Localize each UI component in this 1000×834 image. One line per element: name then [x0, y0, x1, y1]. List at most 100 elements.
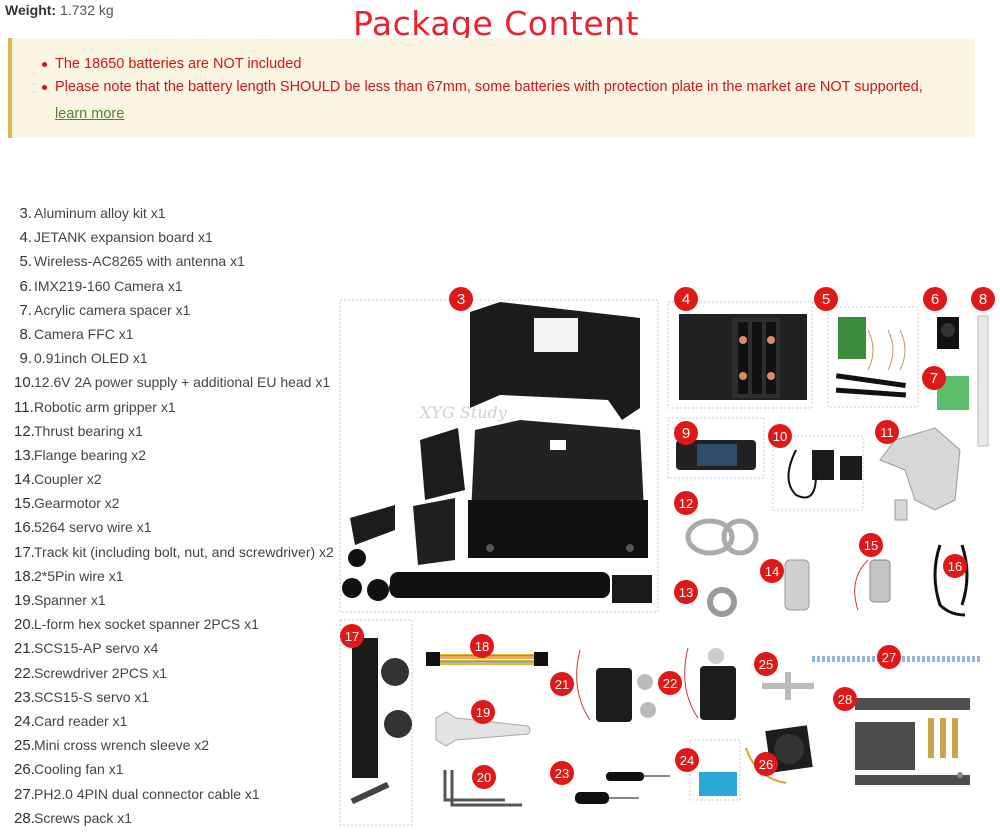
cooling-fan-image	[745, 725, 813, 784]
watermark: XYG Study	[418, 403, 508, 422]
track-kit-image	[350, 638, 412, 805]
package-list-item: 16.5264 servo wire x1	[14, 519, 334, 543]
package-list-item: 19.Spanner x1	[14, 592, 334, 616]
item-text: Flange bearing x2	[34, 446, 147, 463]
tag-label: 6	[931, 291, 939, 308]
item-text: PH2.0 4PIN dual connector cable x1	[34, 785, 260, 802]
servo-ap-image	[576, 649, 656, 722]
tag-24: 24	[675, 748, 699, 772]
tag-7: 7	[922, 366, 946, 390]
tag-label: 5	[822, 291, 830, 308]
aluminum-kit-image	[342, 302, 652, 603]
package-list-item: 20.L-form hex socket spanner 2PCS x1	[14, 616, 334, 640]
tag-25: 25	[754, 652, 778, 676]
item-text: 2*5Pin wire x1	[34, 567, 124, 584]
tag-label: 17	[345, 629, 359, 644]
cross-wrench-image	[762, 672, 814, 700]
tag-label: 4	[682, 291, 690, 308]
package-list-item: 8.Camera FFC x1	[14, 326, 334, 350]
item-number: 6.	[19, 277, 32, 295]
package-list-item: 28.Screws pack x1	[14, 810, 334, 834]
package-list-item: 6.IMX219-160 Camera x1	[14, 278, 334, 302]
learn-more-link[interactable]: learn more	[55, 106, 125, 122]
spanner-image	[435, 711, 531, 747]
tag-13: 13	[674, 580, 698, 604]
weight-value: 1.732 kg	[59, 2, 114, 18]
panel-power-supply	[772, 435, 864, 511]
tag-17: 17	[340, 624, 364, 648]
tag-22: 22	[658, 671, 682, 695]
tag-20: 20	[472, 765, 496, 789]
tag-3: 3	[449, 287, 473, 311]
package-list-item: 11.Robotic arm gripper x1	[14, 399, 334, 423]
item-text: Aluminum alloy kit x1	[34, 205, 166, 221]
package-list-item: 9.0.91inch OLED x1	[14, 350, 334, 374]
item-text: Cooling fan x1	[34, 761, 124, 778]
tag-label: 11	[880, 425, 894, 440]
item-text: Screws pack x1	[34, 809, 133, 826]
item-number: 12.	[14, 422, 35, 440]
item-text: SCS15-S servo x1	[34, 688, 150, 705]
item-text: 5264 servo wire x1	[34, 519, 152, 536]
servo-s-image	[684, 647, 736, 720]
item-text: Robotic arm gripper x1	[34, 398, 176, 415]
tag-label: 14	[765, 564, 779, 579]
item-number: 25.	[14, 737, 35, 755]
package-list-item: 22.Screwdriver 2PCS x1	[14, 665, 334, 689]
notice-item: The 18650 batteries are NOT included	[42, 53, 923, 76]
tag-28: 28	[833, 687, 857, 711]
camera-lens	[941, 323, 955, 337]
item-number: 8.	[19, 325, 32, 343]
gripper-image	[879, 427, 961, 521]
tag-label: 12	[679, 496, 693, 511]
package-list-item: 5.Wireless-AC8265 with antenna x1	[14, 253, 334, 277]
tag-9: 9	[674, 421, 698, 445]
servo-wire-image	[933, 544, 969, 617]
tag-21: 21	[550, 672, 574, 696]
tag-6: 6	[923, 287, 947, 311]
item-number: 14.	[14, 471, 35, 489]
panel-expansion-board	[667, 301, 813, 409]
item-text: Gearmotor x2	[34, 495, 120, 512]
tag-18: 18	[470, 634, 494, 658]
package-list-item: 26.Cooling fan x1	[14, 761, 334, 785]
panel-oled	[667, 417, 765, 479]
tag-label: 21	[555, 677, 569, 692]
notice-box: The 18650 batteries are NOT included Ple…	[8, 38, 975, 138]
item-number: 15.	[14, 495, 35, 513]
tag-27: 27	[877, 645, 901, 669]
package-list-item: 17.Track kit (including bolt, nut, and s…	[14, 544, 334, 568]
tag-4: 4	[674, 287, 698, 311]
item-text: Screwdriver 2PCS x1	[34, 664, 168, 681]
tag-label: 24	[680, 753, 694, 768]
coupler-image	[784, 559, 810, 611]
tag-label: 20	[477, 770, 491, 785]
figure-panels	[339, 299, 919, 826]
item-text: Thrust bearing x1	[34, 422, 143, 439]
package-list-item: 14.Coupler x2	[14, 471, 334, 495]
tag-label: 22	[663, 676, 677, 691]
item-number: 9.	[19, 350, 32, 368]
item-text: Acrylic camera spacer x1	[34, 301, 191, 318]
item-number: 4.	[19, 229, 32, 247]
item-text: JETANK expansion board x1	[34, 229, 213, 246]
tag-label: 26	[759, 757, 773, 772]
tag-19: 19	[471, 700, 495, 724]
tag-16: 16	[943, 554, 967, 578]
package-list-item: 13.Flange bearing x2	[14, 447, 334, 471]
item-text: Spanner x1	[34, 592, 106, 608]
package-list-item: 18.2*5Pin wire x1	[14, 568, 334, 592]
tag-label: 19	[476, 705, 490, 720]
item-number: 7.	[19, 301, 32, 319]
item-number: 22.	[14, 664, 35, 682]
gearmotor-image	[854, 559, 891, 611]
package-list-item: 7.Acrylic camera spacer x1	[14, 302, 334, 326]
page-title: Package Content	[353, 4, 640, 43]
item-text: Wireless-AC8265 with antenna x1	[34, 253, 245, 270]
tag-label: 25	[759, 657, 773, 672]
item-text: IMX219-160 Camera x1	[34, 277, 183, 294]
item-number: 24.	[14, 712, 35, 730]
